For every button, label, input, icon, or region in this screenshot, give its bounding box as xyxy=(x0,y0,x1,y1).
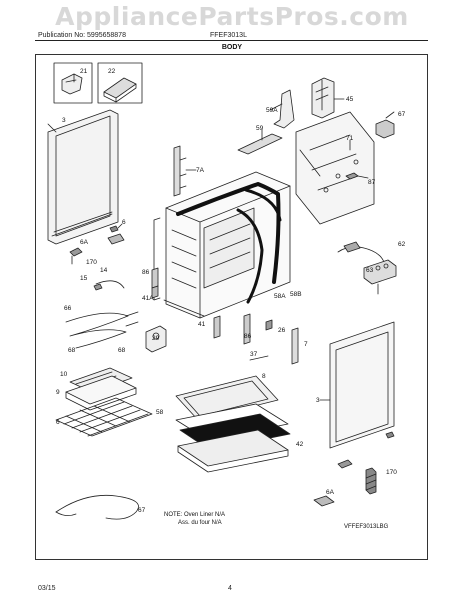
part-62-wire-harness xyxy=(337,241,385,263)
part-86-bracket-lower xyxy=(243,313,251,345)
part-14-wire-lead xyxy=(93,280,125,291)
part-58-door-gasket xyxy=(176,182,282,304)
part-37-screw xyxy=(249,355,269,361)
callout-6A-left: 6A xyxy=(80,239,89,246)
callout-58: 58 xyxy=(156,409,164,416)
part-71-back-panel xyxy=(295,111,375,225)
callout-67-bottom: 67 xyxy=(138,507,146,514)
callout-10: 10 xyxy=(60,371,68,378)
part-26-clip xyxy=(265,319,273,331)
footer-date: 03/15 xyxy=(38,585,56,592)
header-rule xyxy=(35,40,428,41)
callout-6-rack: 6 xyxy=(56,419,60,426)
callout-87: 87 xyxy=(368,179,376,186)
callout-67-top: 67 xyxy=(398,111,406,118)
part-59A-bracket xyxy=(269,89,295,129)
callout-58B: 58B xyxy=(290,291,302,298)
part-6-oven-rack xyxy=(55,397,153,437)
part-59-insulation-strip xyxy=(237,129,283,155)
callout-68-left: 68 xyxy=(68,347,76,354)
part-41A-bracket xyxy=(151,285,159,299)
callout-71: 71 xyxy=(346,135,354,142)
callout-41: 41 xyxy=(198,321,206,328)
callout-62: 62 xyxy=(398,241,406,248)
publication-number: Publication No: 5995658878 xyxy=(38,32,126,39)
callout-45: 45 xyxy=(346,96,354,103)
callout-7A: 7A xyxy=(196,167,205,174)
model-number: FFEF3013L xyxy=(210,32,247,39)
part-63-terminal-block xyxy=(363,259,397,295)
section-title: BODY xyxy=(221,44,243,51)
part-67-broil-element xyxy=(55,495,139,520)
callout-42: 42 xyxy=(296,441,304,448)
part-3-right-side-panel xyxy=(319,321,395,449)
watermark-text: AppliancePartsPros.com xyxy=(55,2,409,31)
callout-86-upper: 86 xyxy=(142,269,150,276)
part-67-terminal-block xyxy=(375,111,395,139)
part-3-left-side-panel xyxy=(47,109,119,245)
note-oven-liner-en: NOTE: Oven Liner N/A xyxy=(164,512,225,518)
part-66-bake-element xyxy=(65,311,139,349)
footer-page-number: 4 xyxy=(228,585,232,592)
callout-86-lower: 86 xyxy=(244,333,252,340)
note-oven-liner-fr: Ass. du four N/A xyxy=(178,520,222,526)
callout-21: 21 xyxy=(80,68,88,75)
callout-63: 63 xyxy=(366,267,374,274)
part-6A-leveler-bracket-left xyxy=(69,233,125,265)
part-42-door-panel xyxy=(177,429,289,473)
diagram-reference-code: VFFEF3013LBG xyxy=(344,524,389,530)
part-7A-side-trim xyxy=(173,145,197,197)
callout-6-left: 6 xyxy=(122,219,126,226)
part-6-screw-left xyxy=(109,223,123,233)
part-21-box xyxy=(53,62,93,104)
callout-8: 8 xyxy=(262,373,266,380)
callout-9: 9 xyxy=(56,389,60,396)
part-22-box xyxy=(97,62,143,104)
diagram-frame xyxy=(35,54,428,560)
callout-170-left: 170 xyxy=(86,259,97,266)
part-41-support xyxy=(213,315,221,339)
callout-15: 15 xyxy=(80,275,88,282)
part-9-broil-pan-insert xyxy=(65,375,137,411)
callout-29: 29 xyxy=(152,335,160,342)
callout-6A-right: 6A xyxy=(326,489,335,496)
part-6-screw-right xyxy=(385,431,395,439)
part-8-door-window xyxy=(175,375,279,421)
part-7-side-trim xyxy=(291,327,299,365)
callout-41A: 41A xyxy=(142,295,154,302)
part-86-bracket-upper xyxy=(151,267,159,289)
callout-37: 37 xyxy=(250,351,258,358)
callout-59: 59 xyxy=(256,125,264,132)
callout-26: 26 xyxy=(278,327,286,334)
callout-59A: 59A xyxy=(266,107,278,114)
callout-68-right: 68 xyxy=(118,347,126,354)
part-6A-leveler-bracket-right xyxy=(313,459,353,507)
part-45-vent-trim xyxy=(311,77,345,119)
part-170-leveler-right xyxy=(365,467,377,495)
callout-58A: 58A xyxy=(274,293,286,300)
callout-22: 22 xyxy=(108,68,116,75)
callout-7: 7 xyxy=(304,341,308,348)
callout-170-right: 170 xyxy=(386,469,397,476)
part-87-connector xyxy=(345,172,369,180)
callout-66: 66 xyxy=(64,305,72,312)
callout-3-right: 3 xyxy=(316,397,320,404)
callout-14: 14 xyxy=(100,267,108,274)
callout-3-left: 3 xyxy=(62,117,66,124)
part-29-latch xyxy=(145,325,167,353)
